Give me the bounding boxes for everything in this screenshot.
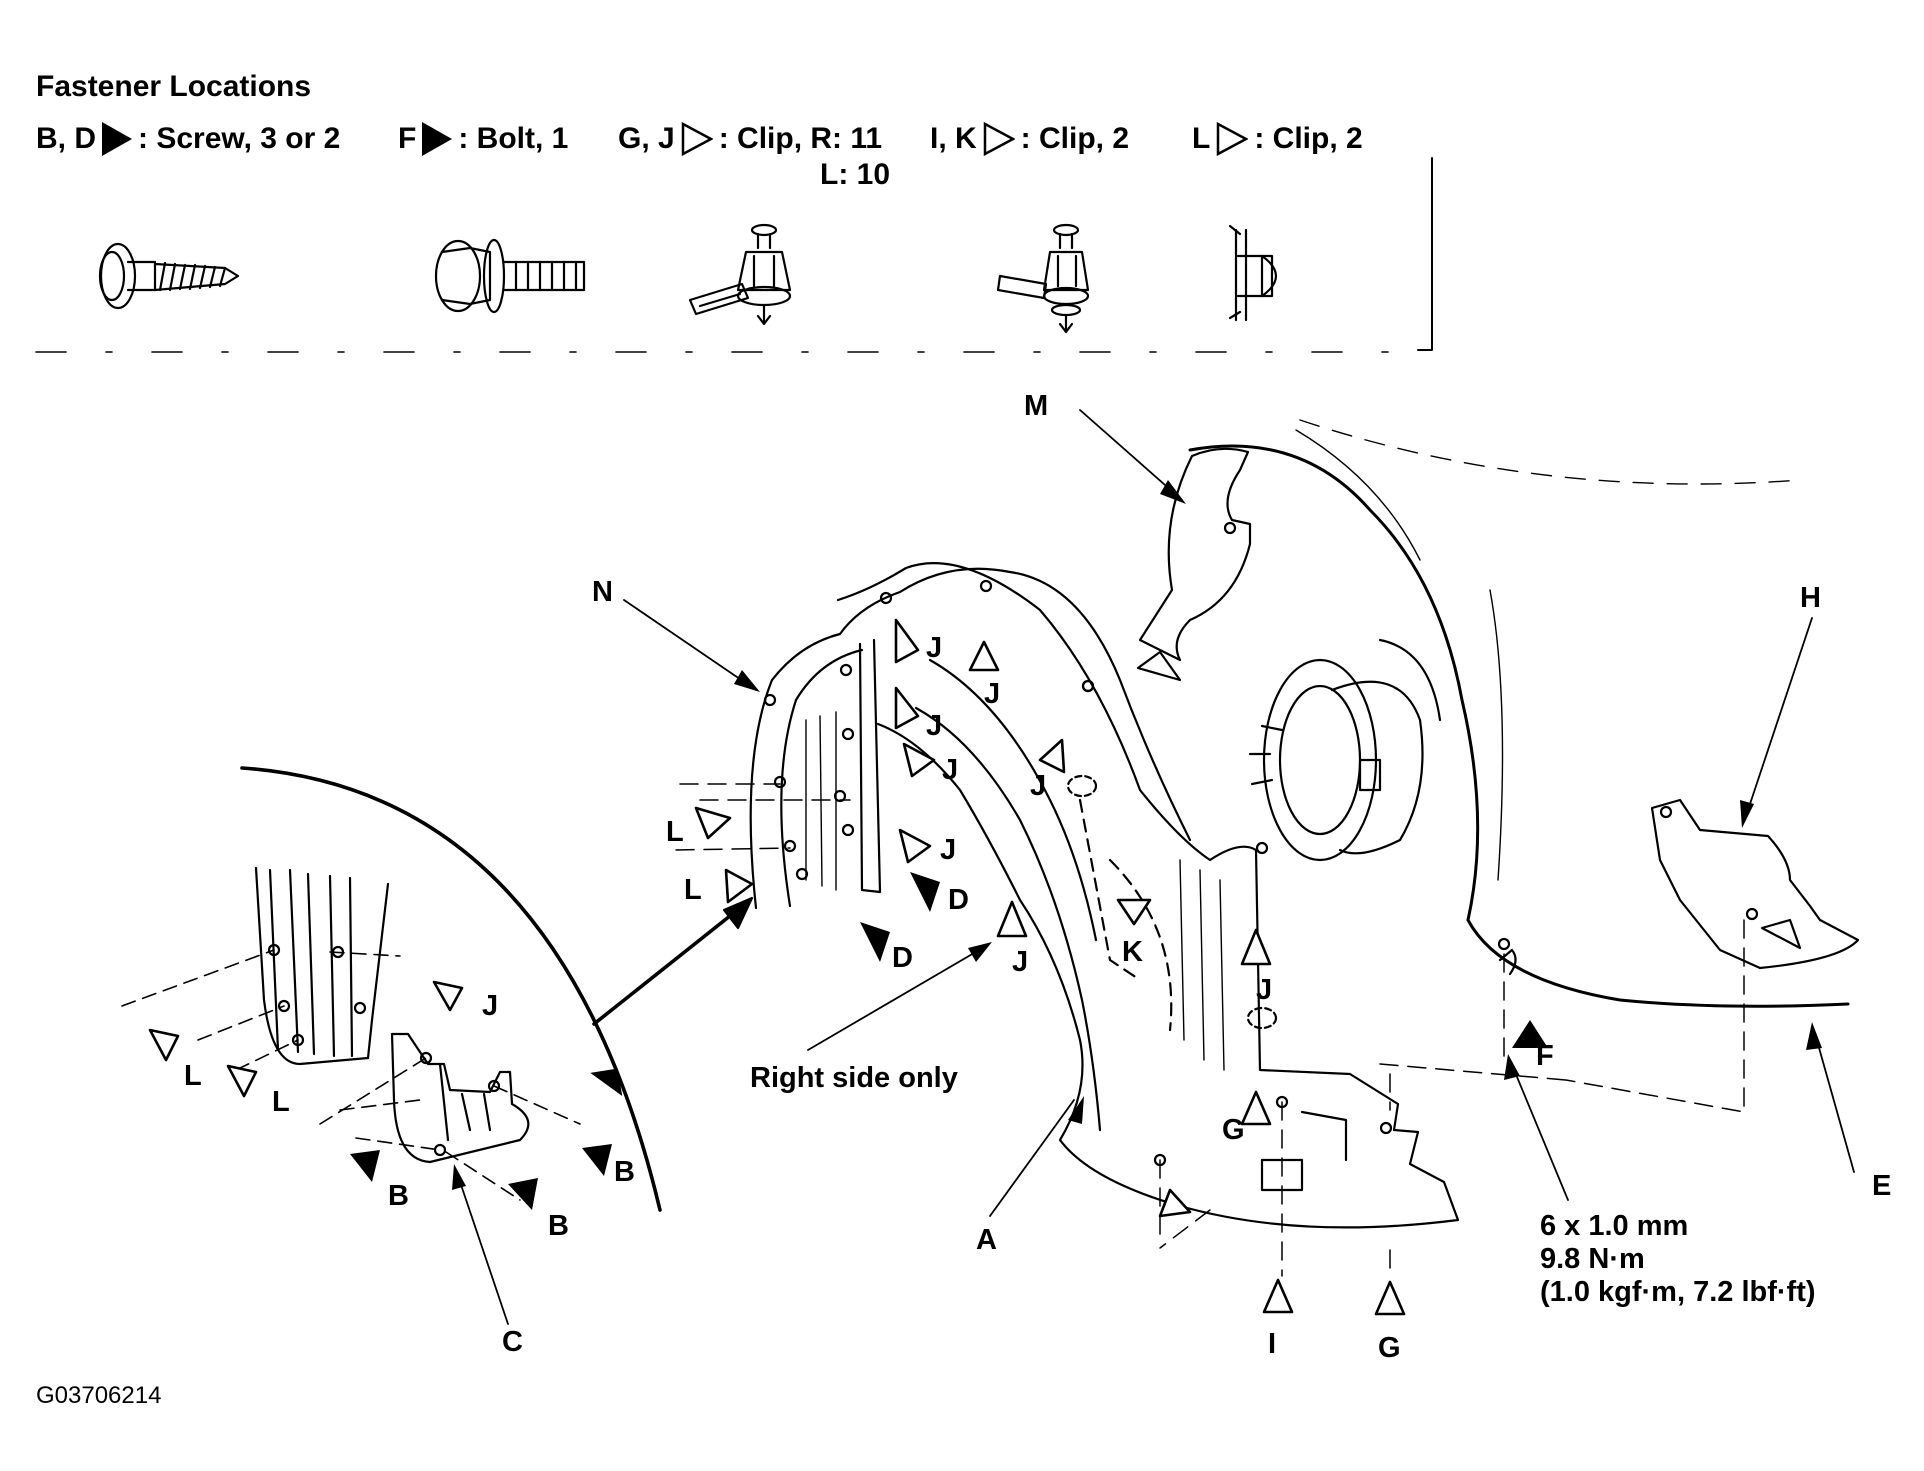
brake-hub: [1248, 638, 1442, 862]
fastener-label-J: J: [1256, 974, 1273, 1006]
fastener-label-K: K: [1122, 936, 1143, 968]
label-H: H: [1800, 582, 1821, 614]
right-side-only-note: Right side only: [750, 1062, 958, 1094]
filled-triangle-icon: [102, 122, 132, 156]
bolt-size: 6 x 1.0 mm: [1540, 1210, 1689, 1242]
fastener-label-B: B: [614, 1156, 635, 1188]
bracket-H: [1497, 798, 1860, 976]
legend-screw: B, D : Screw, 3 or 2: [36, 122, 340, 156]
detail-circle: [240, 766, 662, 1212]
fastener-label-J: J: [482, 990, 499, 1022]
fastener-label-L: L: [684, 874, 702, 906]
diagram-title: Fastener Locations: [36, 70, 312, 103]
fastener-label-G: G: [1378, 1332, 1401, 1364]
fastener-label-L: L: [666, 816, 684, 848]
bolt-torque-alt: (1.0 kgf·m, 7.2 lbf·ft): [1540, 1276, 1816, 1308]
screw-icon: [98, 242, 240, 310]
label-N: N: [592, 576, 613, 608]
label-C: C: [502, 1326, 523, 1358]
fastener-label-G: G: [1222, 1114, 1245, 1146]
fastener-label-J: J: [942, 754, 959, 786]
fastener-label-J: J: [1030, 770, 1047, 802]
filled-triangle-icon: [350, 872, 1548, 1210]
legend-clip-gj: G, J : Clip, R: 11: [618, 122, 882, 156]
open-triangle-icon: [1217, 122, 1249, 156]
fastener-label-J: J: [984, 678, 1001, 710]
legend-bolt-desc: : Bolt, 1: [458, 122, 569, 155]
wheel-arch: [1188, 419, 1850, 1008]
legend-clip-l-ids: L: [1192, 122, 1211, 155]
fastener-label-D: D: [892, 942, 913, 974]
label-E: E: [1872, 1170, 1892, 1202]
liner-N: [749, 567, 1192, 910]
clip-ik-icon: [996, 223, 1090, 334]
fastener-label-B: B: [548, 1210, 569, 1242]
fastener-label-F: F: [1536, 1040, 1554, 1072]
legend-clip-ik-desc: : Clip, 2: [1020, 122, 1130, 155]
legend-bolt-ids: F: [398, 122, 417, 155]
fastener-label-J: J: [940, 834, 957, 866]
legend-clip-ik: I, K : Clip, 2: [930, 122, 1129, 156]
figure-code: G03706214: [36, 1382, 162, 1409]
legend-bolt: F : Bolt, 1: [398, 122, 568, 156]
legend-clip-l-desc: : Clip, 2: [1254, 122, 1363, 155]
bolt-torque-spec: 6 x 1.0 mm 9.8 N·m (1.0 kgf·m, 7.2 lbf·f…: [1540, 1210, 1816, 1309]
legend-clip-ik-ids: I, K: [930, 122, 977, 155]
label-M: M: [1024, 390, 1049, 422]
legend-screw-desc: : Screw, 3 or 2: [138, 122, 341, 155]
detail-pointer-arrow: [592, 898, 752, 1026]
legend-clip-gj-ids: G, J: [618, 122, 675, 155]
legend-screw-ids: B, D: [36, 122, 96, 155]
fastener-label-I: I: [1268, 1328, 1277, 1360]
fastener-label-J: J: [926, 710, 943, 742]
open-triangle-icon: [681, 122, 713, 156]
fastener-label-L: L: [184, 1060, 202, 1092]
label-A: A: [976, 1224, 997, 1256]
legend-clip-l: L : Clip, 2: [1192, 122, 1363, 156]
fastener-label-J: J: [1012, 946, 1029, 978]
fastener-label-J: J: [926, 632, 943, 664]
open-triangle-icon: [148, 618, 1406, 1316]
fastener-label-B: B: [388, 1180, 409, 1212]
fastener-label-D: D: [948, 884, 969, 916]
fastener-label-L: L: [272, 1086, 290, 1118]
liner-A: [836, 562, 1460, 1229]
bolt-torque-nm: 9.8 N·m: [1540, 1243, 1645, 1275]
splash-shield-M: [1136, 447, 1252, 682]
legend-clip-gj-desc2: L: 10: [820, 158, 891, 191]
legend-clip-gj-desc: : Clip, R: 11: [718, 122, 883, 155]
bolt-icon: [434, 238, 586, 314]
detail-liner-edge: [254, 866, 390, 1066]
open-triangle-icon: [983, 122, 1015, 156]
clip-l-icon: [1228, 224, 1278, 322]
filled-triangle-icon: [422, 122, 453, 156]
clip-gj-icon: [688, 223, 792, 326]
detail-bracket-C: [390, 1032, 530, 1164]
